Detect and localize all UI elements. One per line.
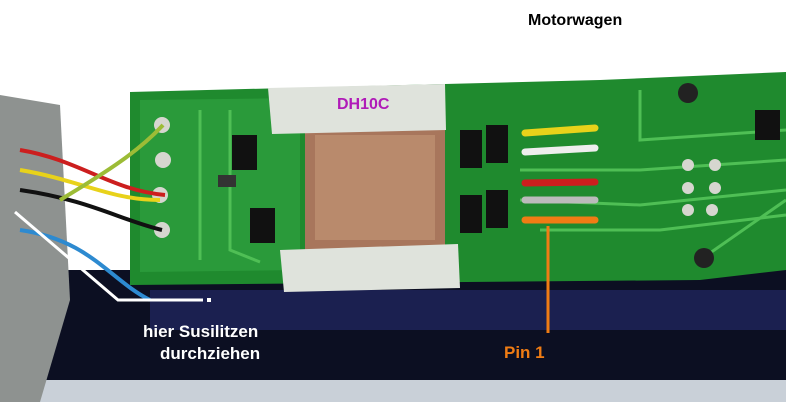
decoder-label: DH10C [337, 96, 390, 113]
note-line-2: durchziehen [160, 344, 261, 363]
ribbon-cable [0, 95, 70, 402]
note-line-1: hier Susilitzen [143, 322, 259, 341]
pin-label: Pin 1 [504, 343, 545, 362]
tape-top [268, 84, 446, 134]
tape-bottom [280, 244, 460, 292]
pointer-line-white [14, 210, 203, 302]
title-label: Motorwagen [528, 12, 623, 29]
